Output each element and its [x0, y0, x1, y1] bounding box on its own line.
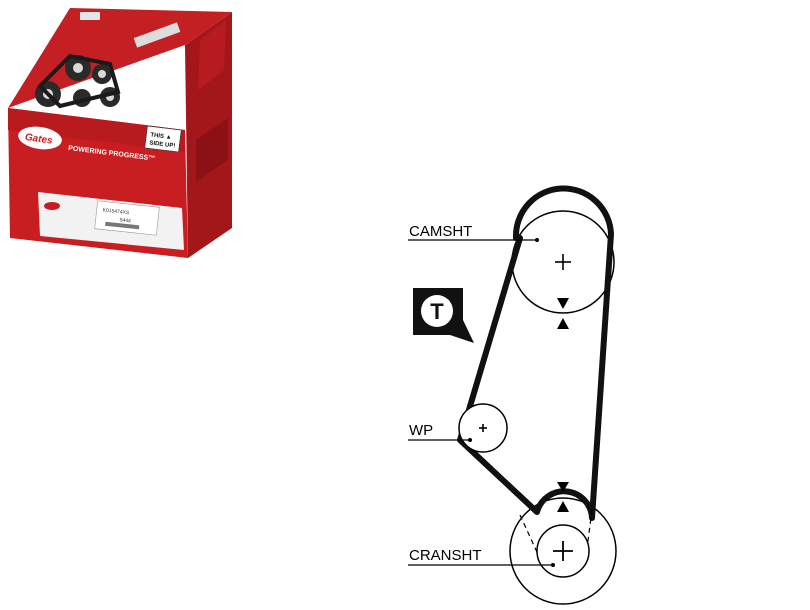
- timing-belt: [457, 185, 614, 521]
- box-side-stripe: [198, 20, 226, 90]
- pulley-hub-print: [73, 63, 83, 73]
- crankshaft-leader-dot: [551, 563, 555, 567]
- pulley-hub-print: [98, 70, 106, 78]
- camshaft-timing-mark-bottom: [557, 318, 569, 329]
- camshaft-label: CAMSHT: [409, 223, 472, 240]
- crankshaft-center-mark: [553, 541, 573, 561]
- orientation-line-1: THIS ▲: [150, 132, 172, 141]
- camshaft-center-mark: [555, 254, 571, 270]
- label-code-2: 5444: [119, 217, 131, 224]
- crankshaft-timing-mark-top: [557, 482, 569, 492]
- crankshaft-label: CRANSHT: [409, 547, 482, 564]
- label-code-1: K015474XS: [102, 207, 130, 216]
- product-box-image: Gates POWERING PROGRESS™ THIS ▲ SIDE UP!…: [8, 8, 232, 258]
- box-brand-text: Gates: [24, 132, 53, 147]
- crankshaft-timing-mark-bottom: [557, 501, 569, 512]
- this-side-up-sticker: THIS ▲ SIDE UP!: [144, 125, 182, 153]
- tensioner-badge-circle: [421, 295, 453, 327]
- camshaft-timing-mark-top: [557, 298, 569, 309]
- gates-logo: Gates: [18, 126, 62, 150]
- orientation-line-2: SIDE UP!: [149, 140, 176, 149]
- box-side-stripe: [196, 118, 228, 182]
- tensioner-badge: T: [413, 288, 474, 343]
- tensioner-badge-letter: T: [430, 299, 444, 324]
- crankshaft-outer-pulley: [509, 497, 617, 605]
- box-front-band: [8, 108, 185, 152]
- small-gates-logo: [44, 202, 60, 210]
- label-barcode: [105, 221, 140, 230]
- camshaft-leader-dot: [535, 238, 539, 242]
- product-label-sticker: K015474XS 5444: [94, 200, 160, 236]
- belt-print: [37, 53, 121, 109]
- box-top-label: [133, 22, 181, 48]
- water-pump-label: WP: [409, 422, 433, 439]
- box-top-logo: [80, 12, 100, 20]
- belt-drive-print: [35, 12, 181, 109]
- water-pump-center-mark: [479, 424, 487, 432]
- water-pump-leader-dot: [468, 438, 472, 442]
